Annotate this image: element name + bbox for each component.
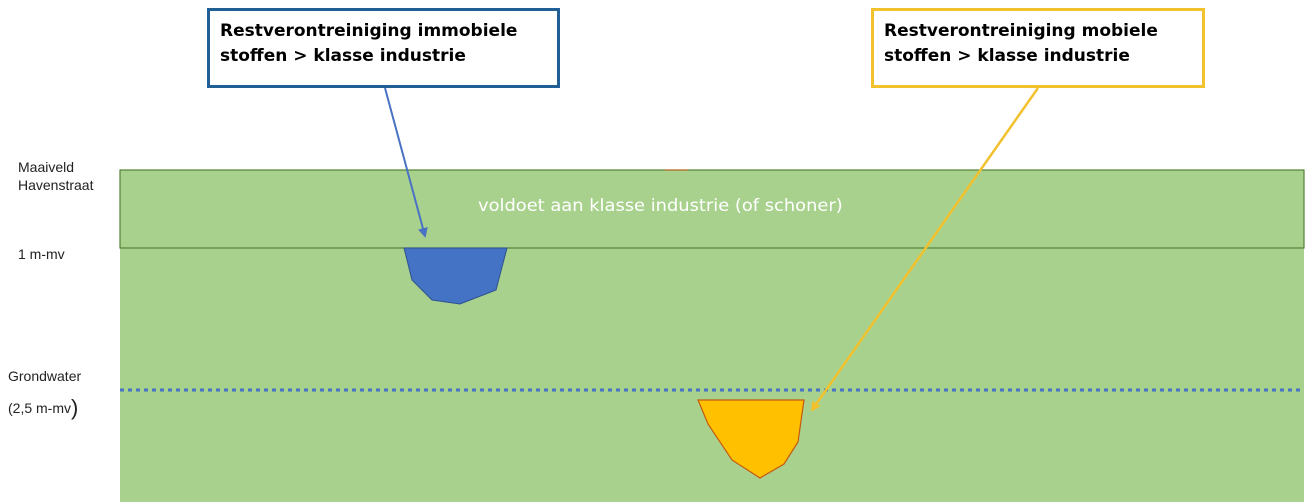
- groundwater-depth-text: (2,5 m-mv: [8, 400, 71, 416]
- immobile-arrow: [384, 87, 428, 238]
- one-meter-depth-label: 1 m-mv: [18, 246, 65, 262]
- mobile-arrow: [810, 87, 1040, 412]
- mobile-callout-line2: stoffen > klasse industrie: [884, 46, 1130, 66]
- groundwater-depth-paren: ): [71, 395, 79, 420]
- havenstraat-label: Havenstraat: [18, 177, 94, 193]
- groundwater-depth-label: (2,5 m-mv): [8, 395, 79, 420]
- mobile-contamination-shape: [697, 399, 805, 479]
- immobile-contamination-shape: [403, 247, 508, 305]
- immobile-callout-line2: stoffen > klasse industrie: [220, 46, 466, 66]
- mobile-callout-box: Restverontreiniging mobiele stoffen > kl…: [871, 8, 1205, 88]
- immobile-callout-box: Restverontreiniging immobiele stoffen > …: [207, 8, 560, 88]
- immobile-callout-line1: Restverontreiniging immobiele: [220, 21, 518, 41]
- top-layer-band: [119, 169, 1305, 249]
- maaiveld-label: Maaiveld: [18, 159, 75, 175]
- top-layer-label: voldoet aan klasse industrie (of schoner…: [478, 196, 843, 216]
- groundwater-label: Grondwater: [8, 368, 82, 384]
- mobile-callout-line1: Restverontreiniging mobiele: [884, 21, 1158, 41]
